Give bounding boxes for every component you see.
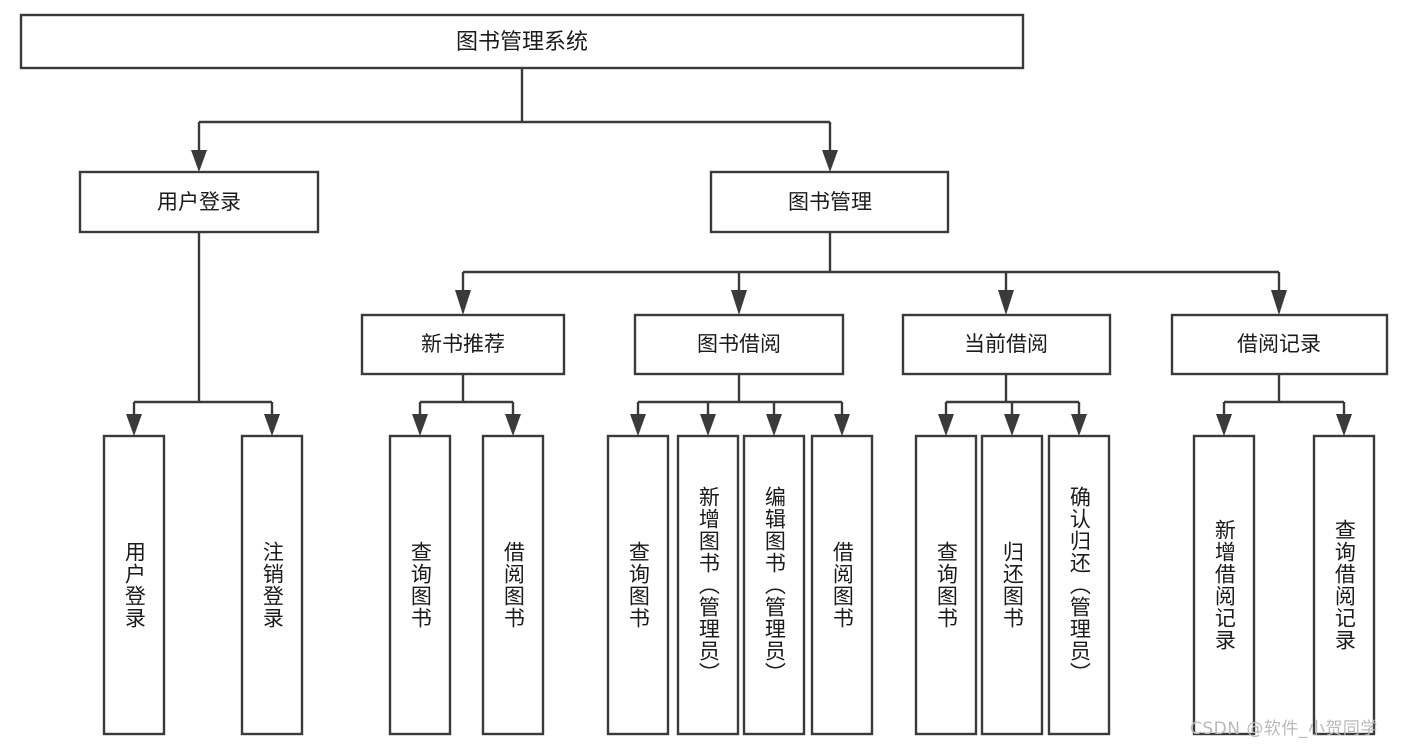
arrow-head-newbook-leaf-2	[505, 414, 521, 436]
node-book-management-label: 图书管理	[788, 190, 872, 214]
node-leaf-add-book-admin[interactable]	[676, 434, 740, 736]
node-root-label: 图书管理系统	[456, 30, 588, 55]
node-book-borrow[interactable]	[633, 313, 845, 376]
node-leaf-return-book[interactable]	[980, 434, 1044, 736]
arrow-head-bb-leaf-1	[630, 414, 646, 436]
arrow-head-to-user-login	[191, 150, 207, 172]
arrow-head-to-book-borrow	[731, 290, 747, 315]
arrow-head-br-leaf-2	[1336, 414, 1352, 436]
node-leaf-confirm-return-admin[interactable]	[1047, 434, 1111, 736]
node-leaf-query-book-3[interactable]	[914, 434, 978, 736]
connector-group-current-borrow	[938, 374, 1087, 436]
csdn-watermark: CSDN @软件_小贺同学	[1190, 719, 1378, 739]
node-leaf-query-borrow-record[interactable]	[1312, 434, 1376, 736]
arrow-head-to-book-manage	[822, 150, 838, 172]
node-current-borrow-label: 当前借阅	[964, 332, 1048, 356]
arrow-head-bb-leaf-4	[834, 414, 850, 436]
node-current-borrow[interactable]	[901, 313, 1112, 376]
node-book-management[interactable]	[709, 170, 950, 234]
arrow-head-to-leaf-user-login	[126, 414, 142, 436]
arrow-head-to-leaf-logout	[264, 414, 280, 436]
node-leaf-add-borrow-record[interactable]	[1192, 434, 1256, 736]
node-leaf-borrow-book-2[interactable]	[810, 434, 874, 736]
node-user-login-label: 用户登录	[157, 190, 241, 214]
node-borrow-record[interactable]	[1170, 313, 1389, 376]
node-book-borrow-label: 图书借阅	[697, 332, 781, 356]
connector-group-book-manage	[455, 232, 1287, 315]
node-leaf-query-book-2[interactable]	[606, 434, 670, 736]
arrow-head-bb-leaf-2	[700, 414, 716, 436]
node-new-book-recommend-label: 新书推荐	[421, 332, 505, 356]
arrow-head-bb-leaf-3	[766, 414, 782, 436]
arrow-head-to-borrow-record	[1271, 290, 1287, 315]
node-user-login[interactable]	[78, 170, 320, 234]
arrow-head-to-current-borrow	[998, 290, 1014, 315]
node-leaf-logout[interactable]	[240, 434, 304, 736]
arrow-head-br-leaf-1	[1216, 414, 1232, 436]
node-leaf-borrow-book-1[interactable]	[481, 434, 545, 736]
arrow-head-cb-leaf-1	[938, 414, 954, 436]
node-root-book-management-system[interactable]	[19, 13, 1025, 70]
node-borrow-record-label: 借阅记录	[1237, 332, 1321, 356]
node-leaf-edit-book-admin[interactable]	[742, 434, 806, 736]
arrow-head-newbook-leaf-1	[412, 414, 428, 436]
arrow-head-cb-leaf-2	[1004, 414, 1020, 436]
node-leaf-user-login[interactable]	[102, 434, 166, 736]
connector-group-root	[191, 68, 838, 172]
node-new-book-recommend[interactable]	[360, 313, 566, 376]
connector-group-book-borrow	[630, 374, 850, 436]
connector-group-user-login	[126, 232, 280, 436]
connector-group-new-book	[412, 374, 521, 436]
arrow-head-to-new-book	[455, 290, 471, 315]
node-leaf-query-book-1[interactable]	[388, 434, 452, 736]
connector-group-borrow-record	[1216, 374, 1352, 436]
arrow-head-cb-leaf-3	[1071, 414, 1087, 436]
